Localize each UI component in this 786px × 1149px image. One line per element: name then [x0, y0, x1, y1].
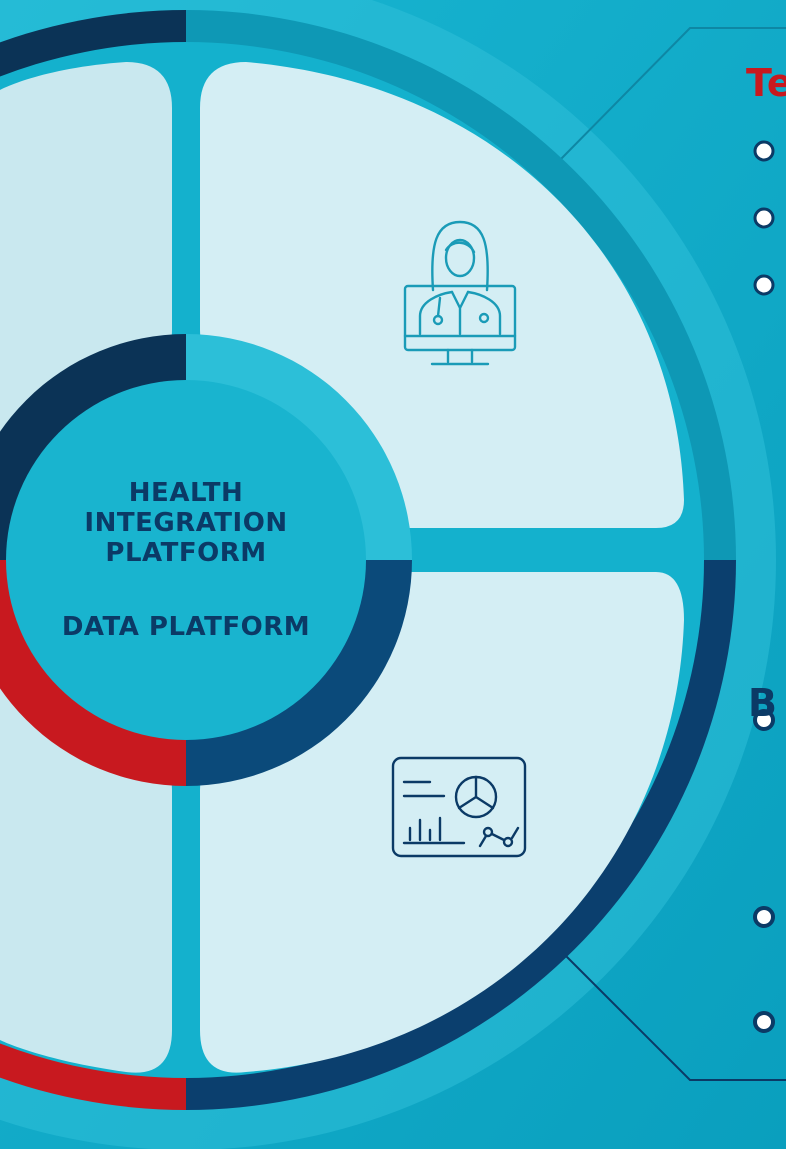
- core-circle: [6, 380, 366, 740]
- bullet-ring-icon: [753, 207, 775, 229]
- frame-line-bottom: [559, 949, 786, 1081]
- section-heading-top: Te: [746, 61, 786, 105]
- bullet-ring-icon: [753, 140, 775, 162]
- bullet-ring-icon: [753, 906, 775, 928]
- bullet-ring-icon: [753, 274, 775, 296]
- bullet-ring-icon: [753, 1011, 775, 1033]
- doctor-on-monitor-icon: [403, 220, 517, 366]
- frame-line-top: [559, 27, 786, 161]
- bullet-ring-icon: [753, 709, 775, 731]
- analytics-dashboard-icon: [391, 756, 527, 858]
- section-heading-bottom: B: [748, 681, 777, 725]
- center-subtitle: DATA PLATFORM: [61, 612, 311, 642]
- center-title: HEALTH INTEGRATION PLATFORM: [84, 478, 288, 568]
